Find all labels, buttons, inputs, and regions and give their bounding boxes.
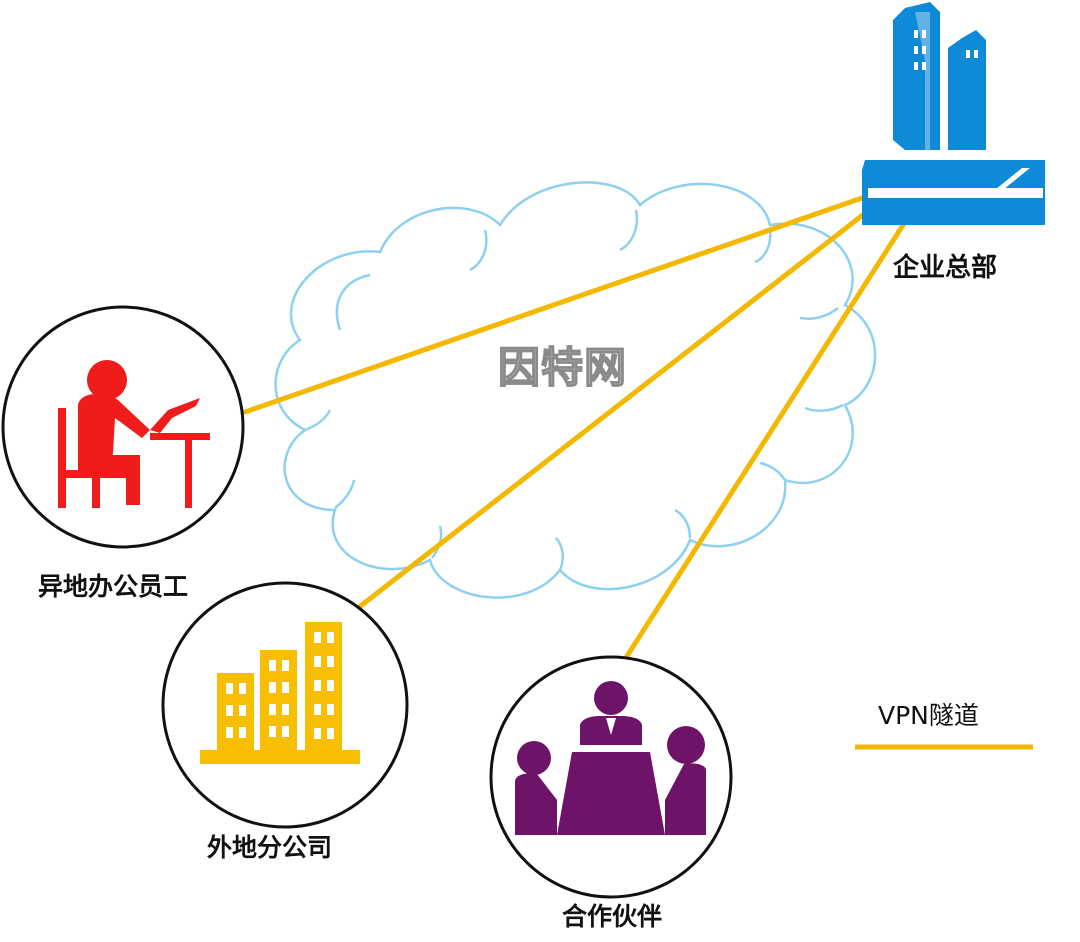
branch-node bbox=[161, 581, 409, 829]
partner-label: 合作伙伴 bbox=[562, 902, 663, 931]
remote-worker-icon bbox=[58, 360, 210, 508]
cloud-outline bbox=[274, 181, 877, 599]
branch-label: 外地分公司 bbox=[207, 833, 333, 862]
partner-node bbox=[489, 655, 733, 899]
vpn-tunnels bbox=[242, 195, 908, 659]
cloud-label: 因特网 bbox=[497, 342, 628, 393]
tunnel-hq-branch bbox=[355, 211, 867, 611]
remote-worker-label: 异地办公员工 bbox=[38, 572, 189, 601]
legend-label: VPN隧道 bbox=[878, 701, 979, 730]
hq-building-icon bbox=[862, 2, 1045, 225]
remote-worker-node bbox=[1, 305, 245, 549]
hq-label: 企业总部 bbox=[893, 253, 998, 283]
tunnel-hq-partner bbox=[624, 219, 908, 659]
meeting-people-icon bbox=[515, 681, 706, 835]
branch-buildings-icon bbox=[200, 622, 360, 764]
tunnel-hq-remote-worker bbox=[242, 195, 865, 415]
